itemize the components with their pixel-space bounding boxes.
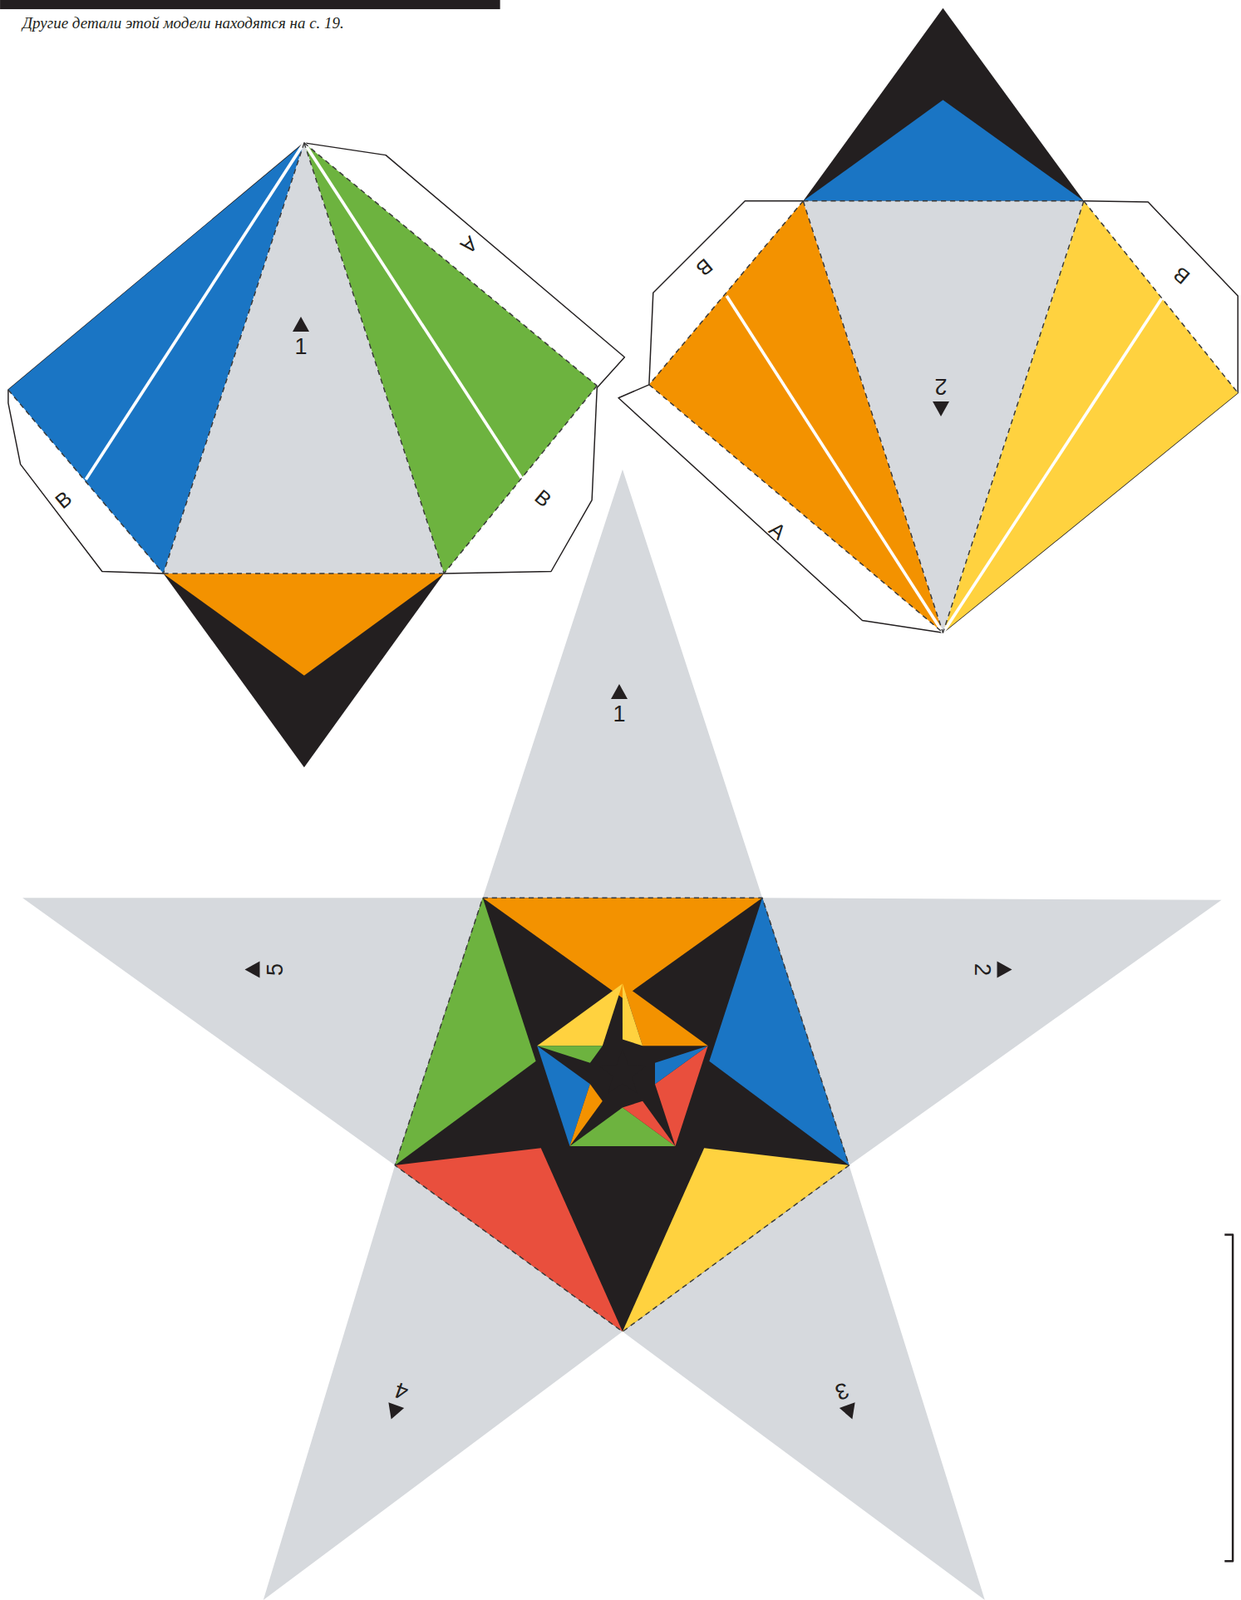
part-number-group: 2 (931, 374, 951, 418)
green-face (394, 897, 536, 1166)
black-face (802, 8, 1084, 202)
red-face (394, 1147, 623, 1332)
grey-face (802, 201, 1084, 633)
fold-lines (394, 897, 849, 1332)
glue-tab-outline (618, 201, 1238, 633)
header-bar (0, 0, 501, 10)
face-number: 1 (612, 703, 626, 726)
face-number-group: 1 (610, 683, 629, 726)
cut-line (942, 295, 1163, 633)
face-number: 2 (970, 963, 994, 976)
orientation-marker (244, 960, 262, 980)
fold-lines (8, 142, 597, 574)
orange-face (163, 573, 445, 676)
part-number-group: 1 (291, 315, 311, 359)
orange-face (482, 897, 763, 998)
rosette-facet (569, 1083, 602, 1147)
orientation-marker (931, 400, 951, 418)
center-rosette (536, 983, 708, 1146)
center-star (599, 1048, 646, 1094)
blue-face (709, 897, 849, 1166)
caption-note: Другие детали этой модели находятся на с… (22, 14, 345, 33)
cut-line (85, 142, 305, 480)
face-number-group: 5 (244, 960, 287, 980)
blue-face (802, 99, 1084, 202)
rosette-facet (536, 983, 623, 1046)
cut-line (304, 142, 523, 480)
black-pentagon (394, 897, 849, 1332)
rosette-facet (654, 1045, 709, 1084)
face-number: 5 (264, 963, 287, 976)
part-number: 2 (934, 374, 947, 398)
glue-tab-outline (8, 142, 626, 574)
orientation-marker (610, 683, 629, 700)
rosette-facet (536, 1045, 603, 1064)
rosette-facet (622, 1101, 676, 1147)
rosette-facet (536, 1045, 591, 1147)
fold-lines (649, 201, 1238, 633)
black-face (163, 573, 445, 768)
star-net (22, 469, 1222, 1600)
face-number-group: 2 (970, 960, 1014, 980)
face-number: 3 (832, 1378, 852, 1404)
rosette-facet (622, 983, 709, 1046)
part-number: 1 (294, 335, 307, 359)
bracket (1224, 1234, 1233, 1562)
orientation-marker (291, 315, 311, 333)
cut-line (726, 295, 943, 633)
orientation-marker (996, 960, 1014, 980)
grey-face (163, 142, 445, 574)
yellow-face (622, 1147, 850, 1332)
rosette-facet (622, 983, 643, 1046)
note-text: Другие детали этой модели находятся на с… (22, 14, 345, 32)
